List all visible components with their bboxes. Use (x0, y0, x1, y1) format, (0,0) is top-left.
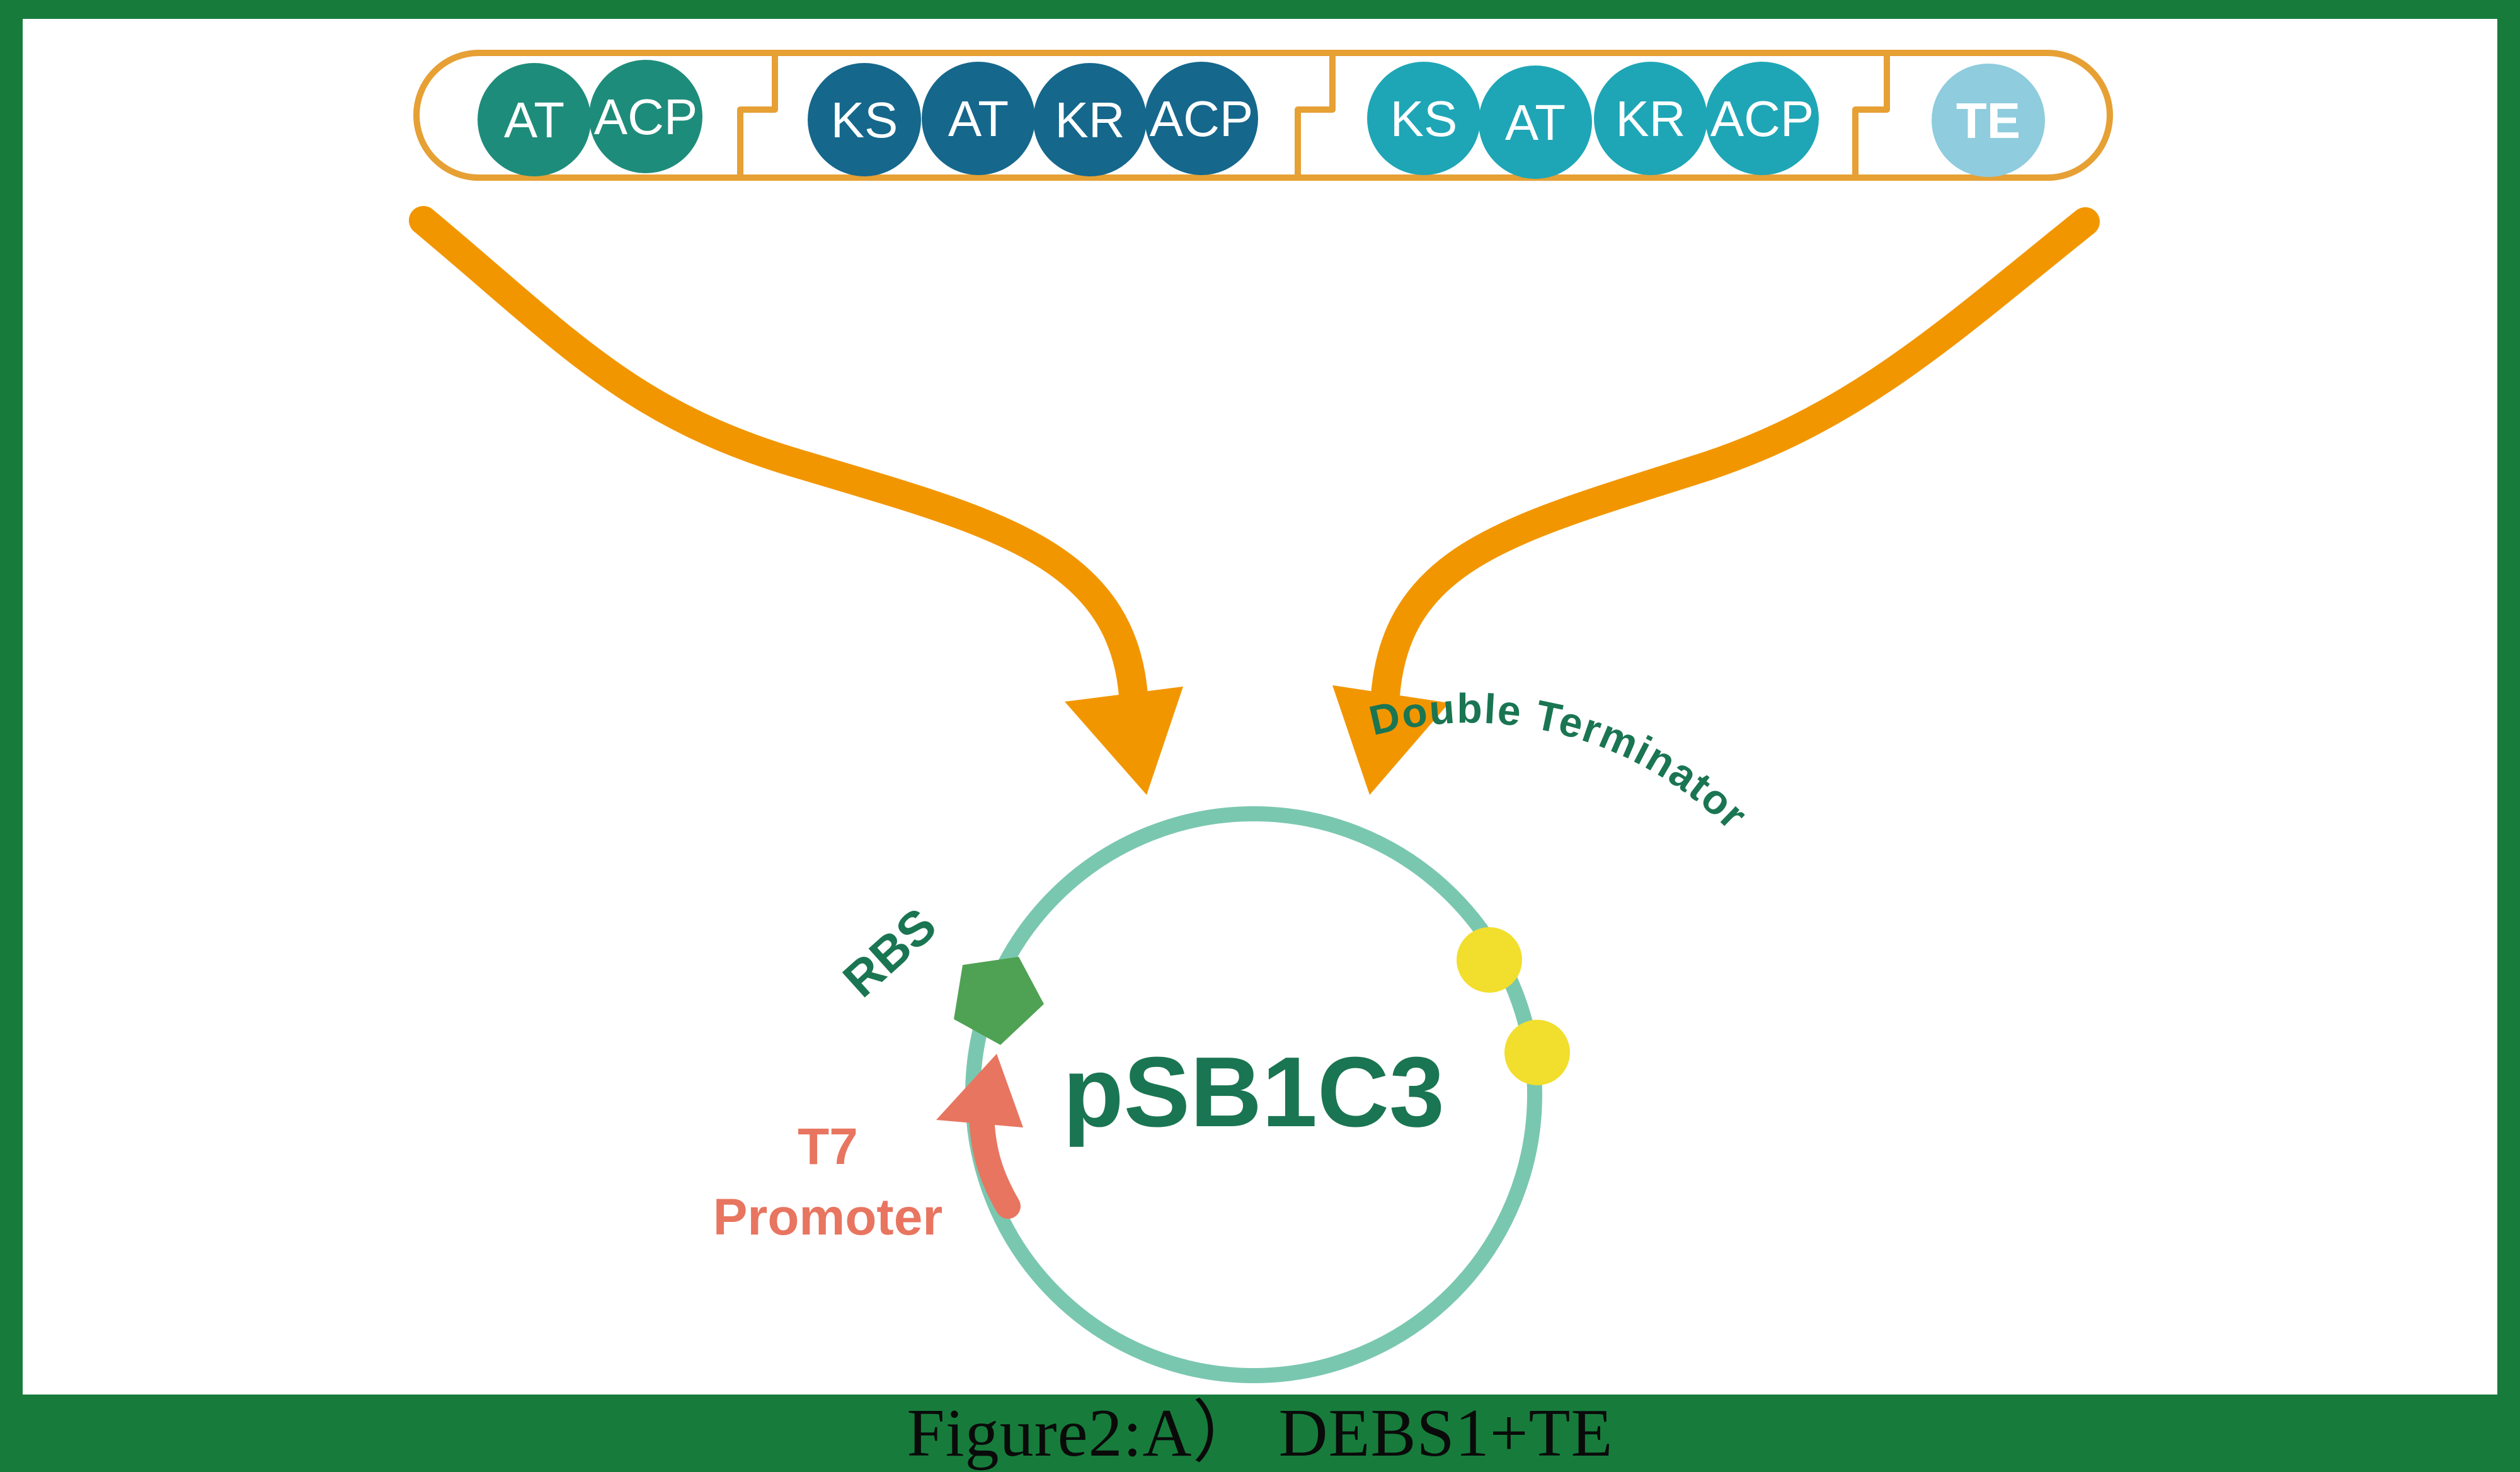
gene-module-bar (413, 50, 2113, 181)
module-bar-section-2 (1298, 50, 1890, 181)
domain-circle (1145, 62, 1258, 175)
domain-label: ACP (1710, 91, 1814, 147)
extension-module-1: KS AT KR ACP (808, 62, 1258, 176)
promoter-label-line2: Promoter (713, 1189, 943, 1246)
domain-label: KR (1055, 92, 1125, 148)
white-panel (23, 19, 2497, 1395)
terminator-circle (1457, 927, 1522, 993)
domain-label: AT (948, 91, 1009, 147)
domain-circle (922, 62, 1035, 175)
domain-circle (808, 63, 921, 176)
domain-circle (1705, 62, 1819, 175)
domain-circle (1479, 66, 1592, 179)
domain-label: ACP (594, 89, 698, 145)
module-bar-section-1 (740, 50, 1336, 181)
left-arrow-head (1065, 687, 1183, 795)
figure-caption: Figure2:A） DEBS1+TE (907, 1396, 1613, 1471)
domain-label: KR (1615, 91, 1685, 147)
domain-label: TE (1956, 93, 2020, 149)
t7-promoter-arrow-shaft (969, 1102, 1021, 1219)
domain-circle (1033, 63, 1147, 176)
domain-circle (1932, 64, 2045, 177)
t7-promoter-arrowhead (936, 1054, 1023, 1127)
domain-label: KS (831, 92, 898, 148)
module-bar-section-te (1855, 50, 2113, 181)
extension-module-2: KS AT KR ACP (1367, 62, 1819, 179)
promoter-label-line1: T7 (798, 1118, 858, 1175)
left-arrow-shaft (409, 206, 1148, 720)
plasmid-name: pSB1C3 (1063, 1037, 1445, 1148)
right-arrow-head (1332, 685, 1449, 795)
right-arrow-shaft (1370, 207, 2100, 719)
domain-circle (1594, 62, 1707, 175)
domain-label: AT (1505, 94, 1566, 151)
loading-module: AT ACP (478, 60, 702, 176)
domain-circle (478, 63, 591, 176)
domain-label: ACP (1150, 91, 1254, 147)
domain-label: AT (504, 92, 564, 148)
module-bar-outline (413, 50, 778, 181)
rbs-pentagon (954, 957, 1044, 1045)
domain-circle (1367, 62, 1480, 175)
insertion-arrows (409, 206, 2100, 795)
thioesterase-domain: TE (1932, 64, 2045, 177)
terminator-circle (1504, 1020, 1570, 1085)
domain-circle (589, 60, 702, 173)
domain-label: KS (1390, 91, 1458, 147)
